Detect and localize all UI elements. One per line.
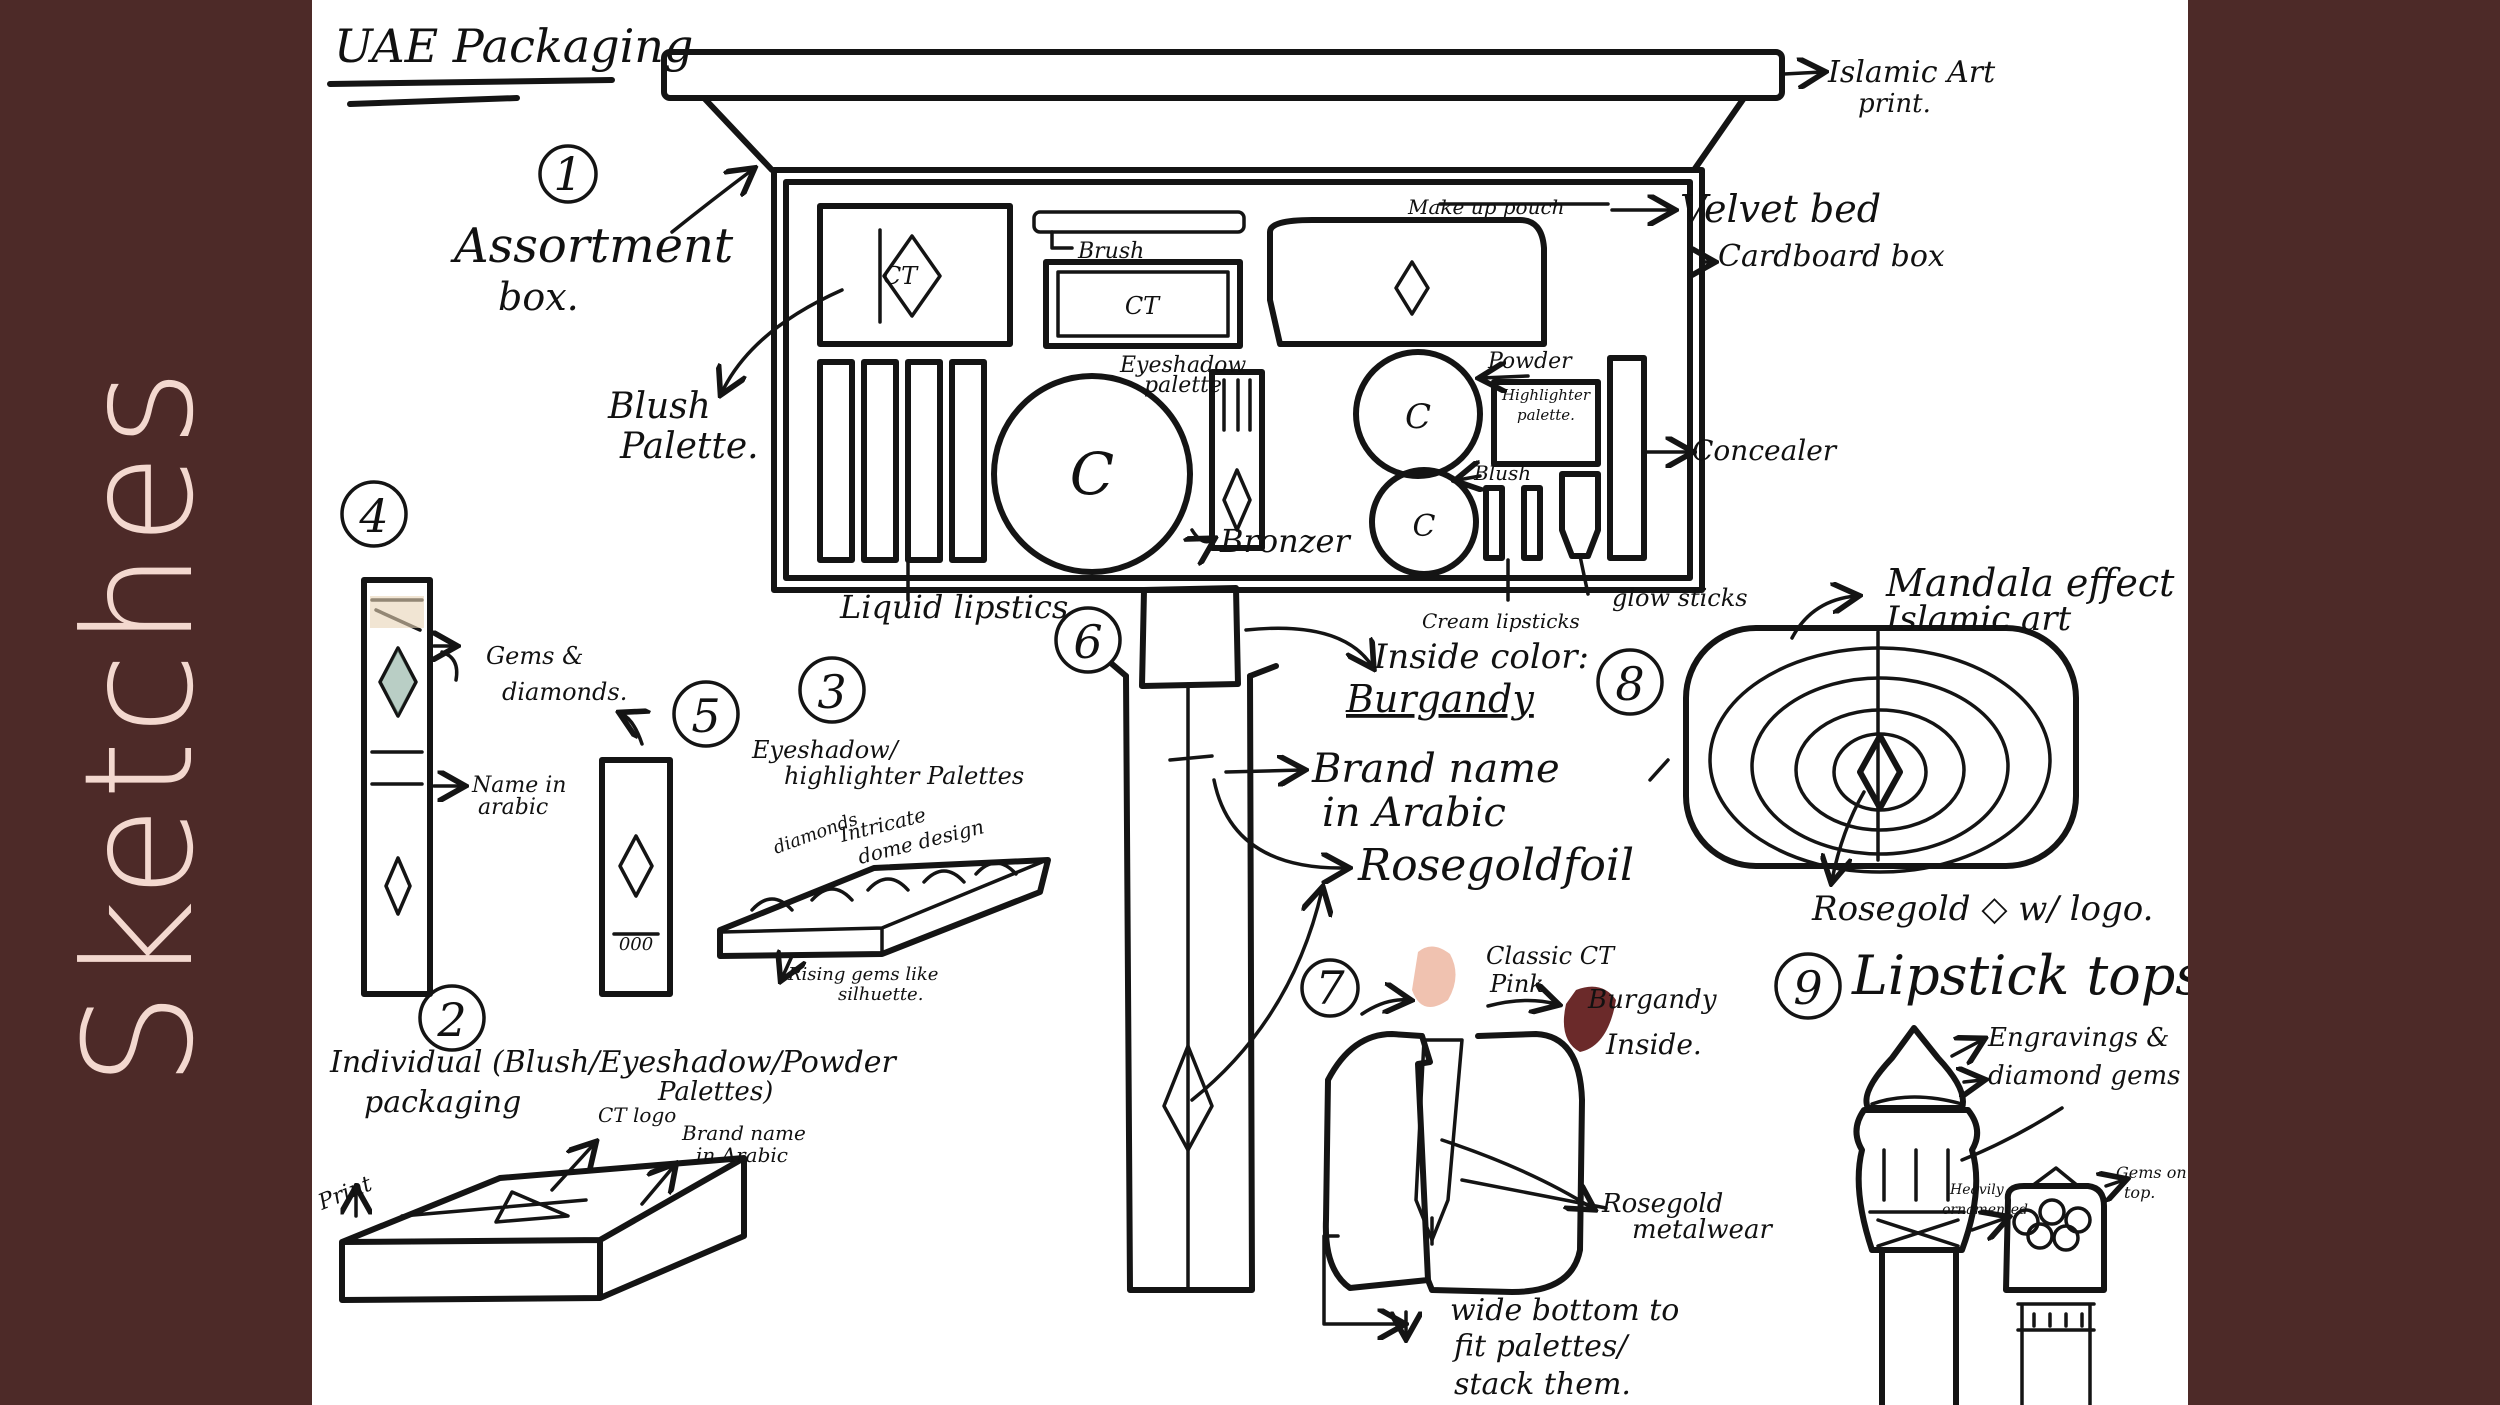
svg-text:palette.: palette. [1517, 406, 1575, 424]
svg-text:Cardboard box: Cardboard box [1718, 239, 1945, 274]
sketch-drawing: UAE Packaging CT CT C C C [314, 19, 2188, 1405]
svg-text:Name in: Name in [471, 773, 566, 798]
svg-text:Concealer: Concealer [1692, 434, 1838, 467]
svg-text:C: C [1070, 440, 1114, 508]
svg-text:Rosegoldfoil: Rosegoldfoil [1357, 840, 1634, 891]
svg-text:Inside.: Inside. [1605, 1028, 1702, 1061]
svg-text:highlighter Palettes: highlighter Palettes [784, 762, 1024, 790]
svg-text:diamond gems: diamond gems [1988, 1061, 2180, 1091]
svg-text:2: 2 [436, 993, 466, 1047]
svg-text:CT: CT [1125, 292, 1161, 320]
svg-text:Liquid lipstics: Liquid lipstics [839, 588, 1068, 626]
swatch-burgundy [1563, 986, 1616, 1052]
svg-text:metalwear: metalwear [1632, 1215, 1773, 1245]
svg-text:4: 4 [358, 489, 388, 543]
svg-text:Eyeshadow/: Eyeshadow/ [751, 736, 901, 764]
side-title: Sketches [53, 363, 227, 1087]
svg-text:Gems &: Gems & [486, 642, 583, 670]
svg-text:stack them.: stack them. [1454, 1367, 1631, 1402]
svg-text:in Arabic: in Arabic [1322, 790, 1506, 836]
svg-text:Brand name: Brand name [681, 1121, 806, 1145]
svg-text:Assortment: Assortment [450, 218, 734, 274]
svg-text:Gems on: Gems on [2116, 1163, 2187, 1182]
svg-text:8: 8 [1615, 657, 1644, 711]
section-1: 1 Assortment box. [450, 144, 734, 319]
svg-text:glow sticks: glow sticks [1612, 584, 1748, 612]
svg-text:Islamic Art: Islamic Art [1827, 55, 1996, 90]
svg-text:3: 3 [817, 665, 846, 719]
svg-text:Burgandy: Burgandy [1345, 677, 1534, 721]
svg-text:in Arabic: in Arabic [696, 1143, 788, 1167]
svg-text:7: 7 [1315, 961, 1345, 1015]
box-leader-lines [670, 72, 1822, 602]
svg-text:Brand name: Brand name [1311, 746, 1560, 792]
svg-text:9: 9 [1793, 961, 1822, 1015]
left-panel: Sketches [0, 0, 312, 1405]
svg-text:diamonds.: diamonds. [502, 678, 627, 706]
svg-text:Engravings &: Engravings & [1987, 1023, 2169, 1053]
svg-text:Islamic art: Islamic art [1885, 599, 2072, 639]
svg-text:6: 6 [1073, 615, 1102, 669]
section-9: 9 Lipstick tops Engravings & diamond gem… [1774, 944, 2188, 1405]
svg-text:CT: CT [883, 262, 919, 290]
section-3: 3 Eyeshadow/ highlighter Palettes diamon… [717, 656, 1051, 1005]
svg-text:Rosegold: Rosegold [1601, 1189, 1723, 1219]
svg-text:Rosegold ◇ w/ logo.: Rosegold ◇ w/ logo. [1811, 889, 2153, 929]
svg-text:Mandala effect: Mandala effect [1885, 561, 2175, 605]
section-2: 2 Individual (Blush/Eyeshadow/Powder Pal… [314, 984, 897, 1303]
assortment-box-drawing: CT CT C C C [661, 49, 1785, 593]
svg-text:Blush: Blush [607, 386, 711, 427]
svg-text:Eyeshadow: Eyeshadow [1119, 353, 1246, 378]
svg-text:CT logo: CT logo [598, 1103, 676, 1127]
svg-text:box.: box. [498, 275, 579, 319]
svg-text:Highlighter: Highlighter [1501, 386, 1591, 404]
svg-text:fit palettes/: fit palettes/ [1452, 1329, 1630, 1364]
svg-text:Brush: Brush [1077, 239, 1144, 264]
svg-text:Make up pouch: Make up pouch [1407, 195, 1565, 219]
title-underline [327, 77, 615, 107]
section-5: 5 000 [599, 680, 740, 997]
svg-text:Blush: Blush [1473, 461, 1531, 485]
svg-text:Lipstick tops: Lipstick tops [1851, 944, 2188, 1007]
svg-text:C: C [1405, 397, 1431, 437]
svg-text:Classic CT: Classic CT [1486, 942, 1616, 970]
sketch-sheet: UAE Packaging CT CT C C C [312, 0, 2188, 1405]
svg-text:top.: top. [2124, 1183, 2155, 1202]
svg-text:print.: print. [1858, 89, 1931, 119]
svg-text:C: C [1413, 509, 1436, 544]
sheet-title: UAE Packaging [334, 19, 693, 73]
svg-text:Palette.: Palette. [619, 426, 759, 467]
svg-text:palette: palette [1144, 373, 1222, 398]
svg-text:000: 000 [619, 934, 653, 955]
svg-text:Individual (Blush/Eyeshadow/Po: Individual (Blush/Eyeshadow/Powder [329, 1045, 897, 1080]
svg-text:Heavily: Heavily [1949, 1182, 2005, 1198]
svg-text:packaging: packaging [364, 1085, 521, 1120]
svg-text:Velvet bed: Velvet bed [1680, 187, 1881, 231]
right-panel [2188, 0, 2500, 1405]
svg-text:Burgandy: Burgandy [1587, 985, 1717, 1015]
svg-text:wide bottom to: wide bottom to [1450, 1293, 1679, 1328]
section-6: 6 Inside color: Burgandy Brand name in A… [1054, 585, 1634, 1293]
section-7: 7 Classic CT Pink Burgandy Inside. Roseg… [1300, 942, 1773, 1402]
svg-text:Bronzer: Bronzer [1219, 522, 1351, 560]
svg-text:Powder: Powder [1487, 349, 1573, 374]
svg-text:silhuette.: silhuette. [838, 984, 923, 1005]
svg-text:Palettes): Palettes) [657, 1077, 773, 1107]
svg-text:Inside color:: Inside color: [1373, 637, 1589, 677]
svg-text:5: 5 [691, 689, 720, 743]
svg-text:1: 1 [553, 147, 582, 201]
swatch-pink [1412, 946, 1456, 1008]
svg-text:Pink: Pink [1489, 970, 1544, 998]
svg-text:arabic: arabic [478, 795, 548, 820]
section-4: 4 Gems & diamonds. Name in arabic [340, 480, 627, 997]
box-labels: Islamic Art print. Make up pouch Velvet … [607, 55, 1996, 633]
svg-text:ornamented: ornamented [1942, 1202, 2028, 1218]
svg-text:Print: Print [314, 1172, 376, 1216]
section-8: 8 Mandala effect Islamic art Rosegold ◇ … [1596, 561, 2175, 929]
svg-text:Cream lipsticks: Cream lipsticks [1422, 609, 1580, 633]
svg-text:Rising gems like: Rising gems like [787, 964, 938, 985]
